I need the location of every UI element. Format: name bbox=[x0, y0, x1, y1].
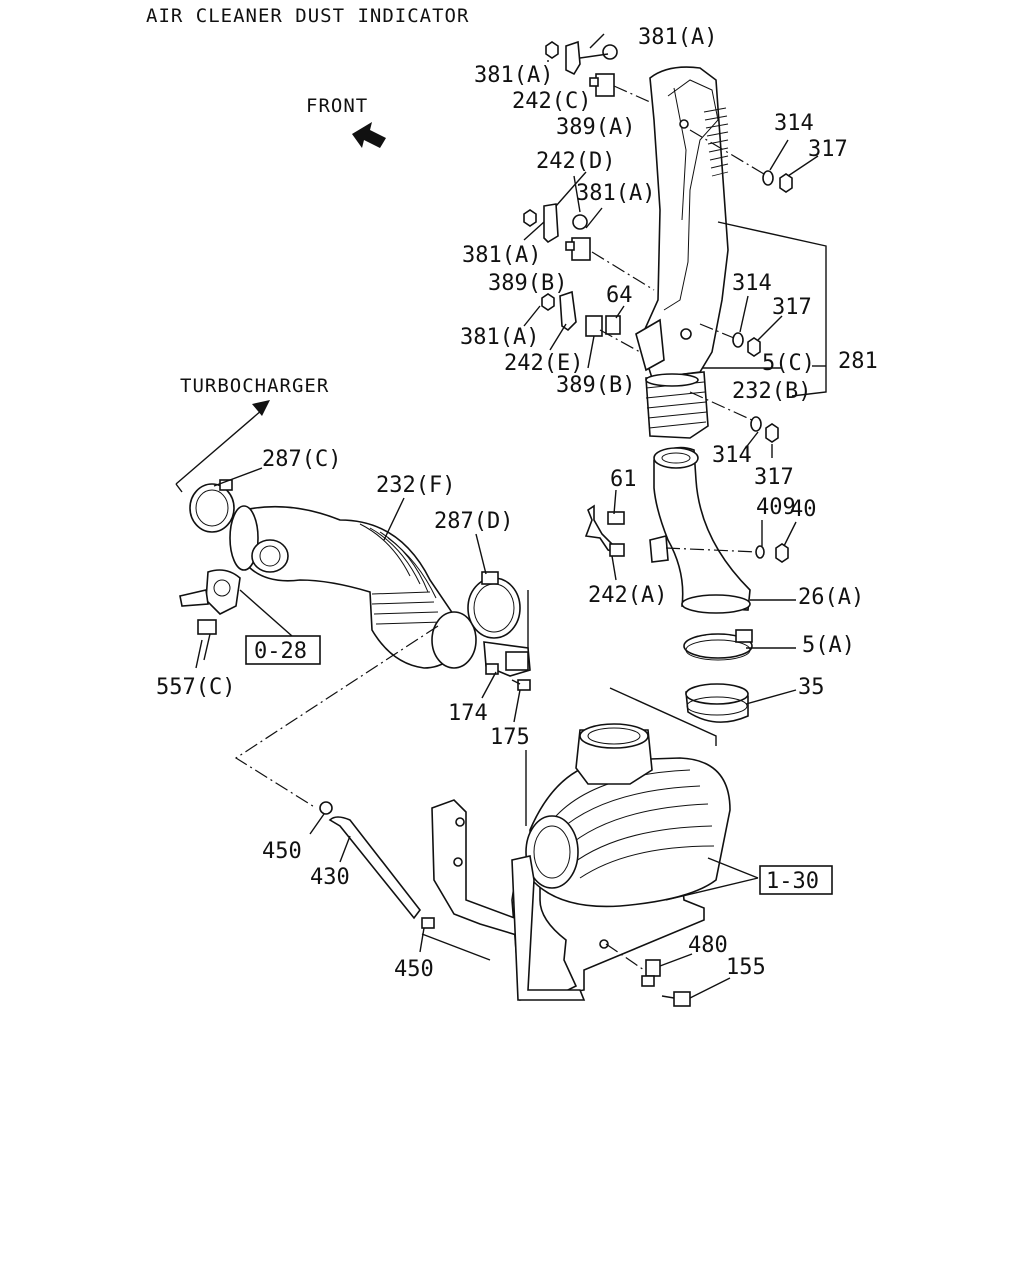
label-381a-mid: 381(A) bbox=[576, 181, 655, 206]
label-242d: 242(D) bbox=[536, 149, 615, 174]
label-232b: 232(B) bbox=[732, 379, 811, 404]
label-381a-top: 381(A) bbox=[638, 25, 717, 50]
leader-air-cleaner bbox=[609, 687, 717, 746]
screw-175 bbox=[511, 679, 531, 691]
bolt-557c bbox=[197, 619, 217, 661]
turbocharger-label: TURBOCHARGER bbox=[180, 375, 329, 397]
clamp-5c bbox=[645, 373, 699, 387]
ref-1-30-text[interactable]: 1-30 bbox=[766, 869, 819, 894]
washers-nuts-314-317 bbox=[689, 129, 793, 443]
fasteners-480-155 bbox=[605, 943, 691, 1007]
hose-430 bbox=[319, 801, 435, 929]
label-35: 35 bbox=[798, 675, 825, 700]
label-175: 175 bbox=[490, 725, 530, 750]
label-174: 174 bbox=[448, 701, 488, 726]
label-287c: 287(C) bbox=[262, 447, 341, 472]
label-155: 155 bbox=[726, 955, 766, 980]
turbo-hose-232f bbox=[229, 505, 477, 669]
intake-duct-281 bbox=[635, 66, 729, 439]
diagram-title: AIR CLEANER DUST INDICATOR bbox=[146, 5, 469, 27]
label-40: 40 bbox=[790, 497, 817, 522]
label-61: 61 bbox=[610, 467, 637, 492]
label-242a: 242(A) bbox=[588, 583, 667, 608]
sleeve-35 bbox=[685, 683, 749, 723]
label-317-3: 317 bbox=[754, 465, 794, 490]
label-242c: 242(C) bbox=[512, 89, 591, 114]
label-287d: 287(D) bbox=[434, 509, 513, 534]
clamp-287c bbox=[189, 479, 235, 533]
label-381a-left2: 381(A) bbox=[462, 243, 541, 268]
group-bracket-281 bbox=[717, 221, 827, 397]
clamp-5a bbox=[683, 633, 753, 659]
hardware-upper bbox=[523, 33, 655, 353]
label-26a: 26(A) bbox=[798, 585, 864, 610]
dust-indicator-174 bbox=[483, 641, 531, 677]
label-557c: 557(C) bbox=[156, 675, 235, 700]
ref-0-28-text[interactable]: 0-28 bbox=[254, 639, 307, 664]
label-381a-left1: 381(A) bbox=[474, 63, 553, 88]
air-cleaner-assembly bbox=[431, 723, 731, 1001]
dashdot-line-hose bbox=[234, 625, 439, 809]
ref-box-1-30 bbox=[759, 865, 833, 895]
label-450-1: 450 bbox=[262, 839, 302, 864]
label-232f: 232(F) bbox=[376, 473, 455, 498]
clamp-287d bbox=[467, 571, 521, 639]
label-64: 64 bbox=[606, 283, 633, 308]
label-314-1: 314 bbox=[774, 111, 814, 136]
turbocharger-arrow-icon bbox=[175, 400, 270, 493]
label-242e: 242(E) bbox=[504, 351, 583, 376]
label-5c: 5(C) bbox=[762, 351, 815, 376]
label-409: 409 bbox=[756, 495, 796, 520]
elbow-duct-26a bbox=[649, 446, 751, 614]
label-389b-2: 389(B) bbox=[556, 373, 635, 398]
ref-box-0-28 bbox=[245, 635, 321, 665]
sensor-mount-0-28 bbox=[179, 569, 241, 615]
label-381a-left3: 381(A) bbox=[460, 325, 539, 350]
label-281: 281 bbox=[838, 349, 878, 374]
leader-lines bbox=[195, 60, 819, 999]
label-5a: 5(A) bbox=[802, 633, 855, 658]
label-430: 430 bbox=[310, 865, 350, 890]
label-317-2: 317 bbox=[772, 295, 812, 320]
label-317-1: 317 bbox=[808, 137, 848, 162]
label-389a: 389(A) bbox=[556, 115, 635, 140]
front-label: FRONT bbox=[306, 95, 368, 117]
label-389b-1: 389(B) bbox=[488, 271, 567, 296]
label-314-2: 314 bbox=[732, 271, 772, 296]
label-314-3: 314 bbox=[712, 443, 752, 468]
label-450-2: 450 bbox=[394, 957, 434, 982]
bracket-242a bbox=[584, 504, 625, 557]
label-480: 480 bbox=[688, 933, 728, 958]
front-arrow-icon bbox=[352, 122, 386, 148]
